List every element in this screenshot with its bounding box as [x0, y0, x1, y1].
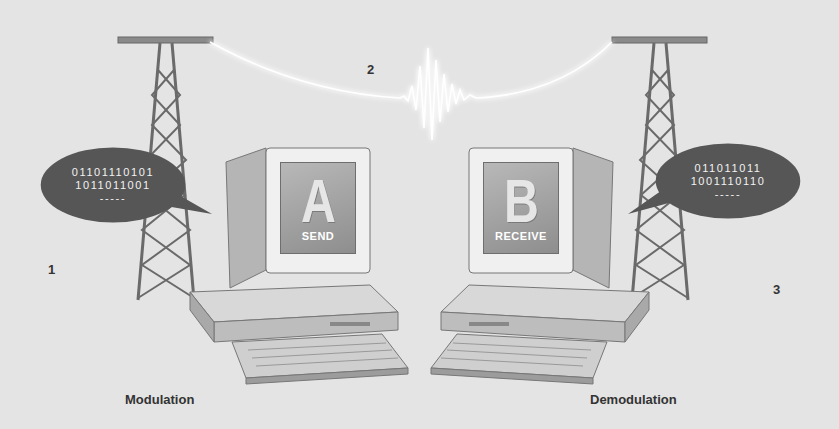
caption-label: Demodulation — [590, 392, 677, 407]
callout-number: 2 — [367, 62, 374, 77]
screen-word: SEND — [302, 229, 335, 243]
monitor-screen: BRECEIVE — [483, 162, 559, 254]
binary-line: 011011011 — [694, 162, 761, 175]
binary-line: ----- — [100, 192, 126, 205]
callout-number: 1 — [48, 262, 55, 277]
computer — [431, 148, 649, 384]
binary-line: ----- — [715, 188, 741, 201]
caption-label: Modulation — [125, 392, 194, 407]
monitor-screen: ASEND — [280, 162, 356, 254]
signal-wave — [210, 42, 612, 140]
screen-letter: B — [504, 173, 539, 229]
screen-word: RECEIVE — [495, 229, 547, 243]
binary-line: 01101110101 — [72, 166, 154, 179]
callout-number: 3 — [773, 282, 780, 297]
speech-bubble: 0110110111001110110----- — [655, 143, 801, 219]
bubble-fill — [41, 147, 186, 222]
bubble-fill — [656, 143, 801, 218]
binary-line: 1011011001 — [75, 179, 151, 192]
screen-letter: A — [301, 173, 336, 229]
computer — [190, 148, 408, 384]
binary-line: 1001110110 — [691, 175, 766, 188]
speech-bubble: 011011101011011011001----- — [40, 147, 186, 223]
